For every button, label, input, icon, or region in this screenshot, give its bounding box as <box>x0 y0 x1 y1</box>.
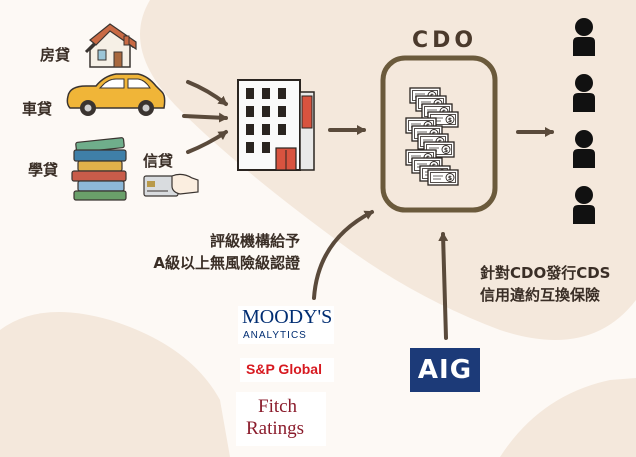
car-icon <box>66 73 166 116</box>
arrow-ratings-to-cdo <box>312 210 374 300</box>
sp-global-wordmark: S&P Global <box>246 361 322 377</box>
background-blob <box>500 378 636 457</box>
house-icon <box>84 23 137 68</box>
arrow-car-to-bank <box>182 112 228 123</box>
fitch-ratings-logo: Fitch Ratings <box>236 392 326 446</box>
fitch-subtitle: Ratings <box>246 418 305 439</box>
aig-wordmark: AIG <box>417 355 473 385</box>
aig-logo: AIG <box>410 348 480 392</box>
bank-building-icon <box>237 79 315 171</box>
sp-global-logo: S&P Global <box>240 358 334 382</box>
car-loan-label: 車貸 <box>22 100 53 118</box>
fitch-wordmark: Fitch <box>258 396 298 417</box>
arrow-aig-to-cdo <box>438 232 449 340</box>
moodys-logo: MOODY'S ANALYTICS <box>238 306 334 344</box>
cdo-box <box>380 55 498 213</box>
rating-note-line2: A級以上無風險級認證 <box>153 254 300 272</box>
moodys-wordmark: MOODY'S <box>242 306 333 328</box>
moodys-subtitle: ANALYTICS <box>243 330 307 341</box>
cdo-title: CDO <box>412 28 478 53</box>
arrow-house-to-bank <box>186 80 228 106</box>
cds-note-line2: 信用違約互換保險 <box>480 286 601 304</box>
rating-note: 評級機構給予 A級以上無風險級認證 <box>150 230 300 274</box>
credit-card-icon <box>143 173 199 197</box>
books-icon <box>71 137 127 201</box>
credit-loan-label: 信貸 <box>143 152 174 170</box>
arrow-books-to-bank <box>186 130 228 154</box>
rating-note-line1: 評級機構給予 <box>209 232 300 250</box>
cds-note: 針對CDO發行CDS 信用違約互換保險 <box>480 262 610 306</box>
background-blob <box>0 312 230 457</box>
cds-note-line1: 針對CDO發行CDS <box>480 264 611 282</box>
mortgage-label: 房貸 <box>40 46 71 64</box>
student-loan-label: 學貸 <box>28 161 59 179</box>
flow-arrows <box>182 80 554 340</box>
